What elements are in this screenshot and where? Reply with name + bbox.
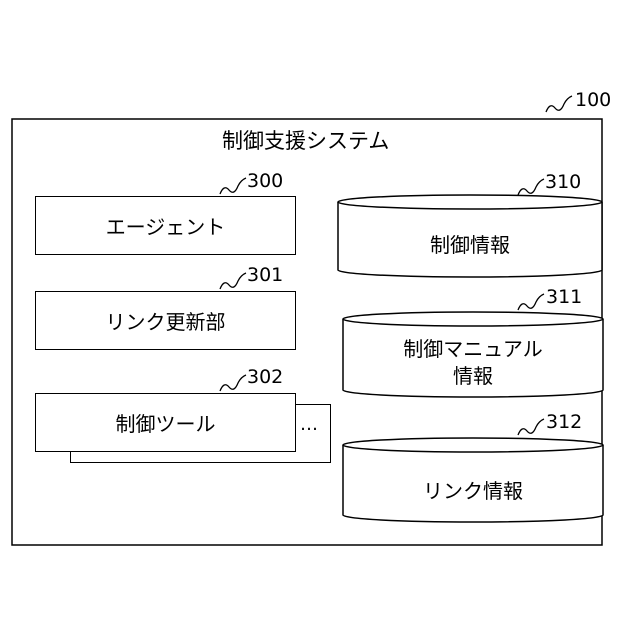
component-301-label: リンク更新部 — [106, 306, 226, 335]
component-302: 制御ツール — [35, 393, 296, 452]
database-311-ref: 311 — [546, 288, 582, 307]
component-300-ref: 300 — [247, 172, 283, 191]
leader-301 — [220, 273, 246, 289]
component-300-label: エージェント — [106, 211, 226, 240]
leader-311 — [518, 294, 544, 310]
leader-312 — [518, 419, 544, 435]
leader-302 — [220, 375, 246, 391]
leader-300 — [220, 178, 246, 194]
database-311-label-line-2: 情報 — [453, 363, 493, 390]
database-311-label: 制御マニュアル 情報 — [343, 333, 603, 393]
database-310-ref: 310 — [545, 173, 581, 192]
database-310-label: 制御情報 — [338, 215, 602, 271]
database-312-label: リンク情報 — [343, 460, 603, 518]
component-302-label: 制御ツール — [116, 408, 216, 437]
system-ref: 100 — [575, 91, 611, 110]
system-title: 制御支援システム — [222, 131, 389, 152]
database-312-ref: 312 — [546, 413, 582, 432]
leader-310 — [518, 179, 544, 195]
leader-100 — [546, 96, 572, 112]
component-302-ellipsis: … — [300, 416, 318, 434]
database-312-label-line-1: リンク情報 — [423, 475, 523, 504]
database-311-label-line-1: 制御マニュアル — [403, 336, 542, 363]
component-301-ref: 301 — [247, 266, 283, 285]
component-301: リンク更新部 — [35, 291, 296, 350]
component-302-ref: 302 — [247, 368, 283, 387]
database-310-label-line-1: 制御情報 — [430, 229, 510, 258]
component-300: エージェント — [35, 196, 296, 255]
